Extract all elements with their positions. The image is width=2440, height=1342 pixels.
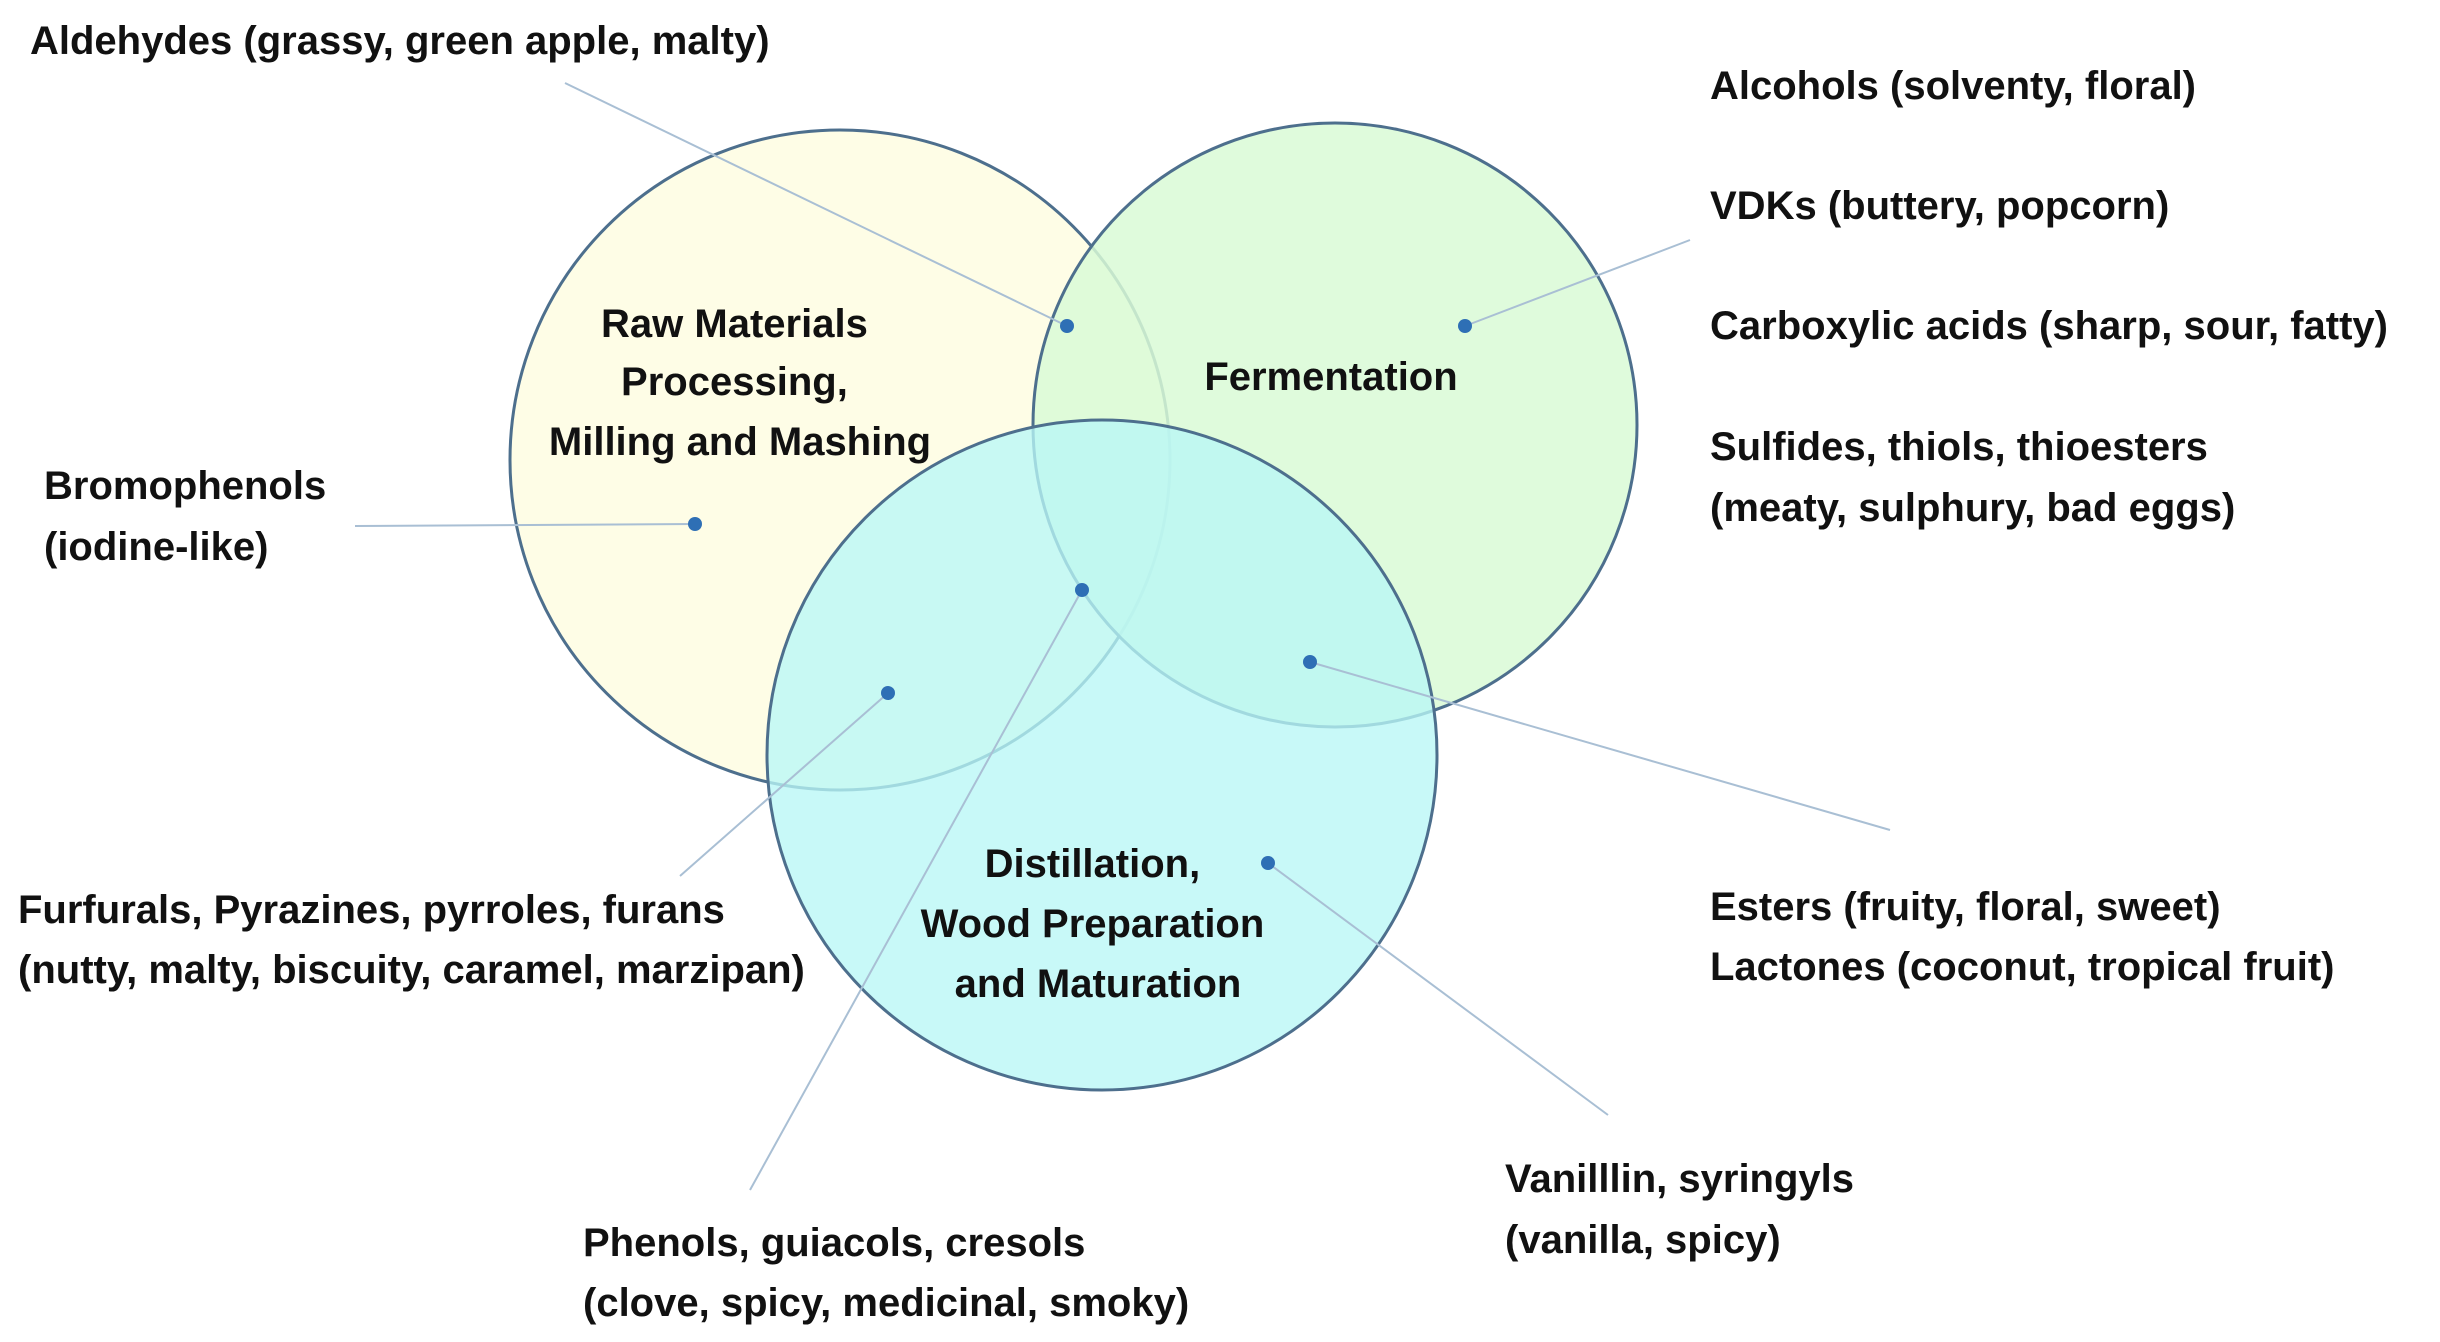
vanillin-label-line: Vanilllin, syringyls: [1505, 1157, 1854, 1201]
distillation-label-line: Distillation,: [985, 842, 1201, 886]
aldehydes-label: Aldehydes (grassy, green apple, malty): [30, 19, 770, 63]
esters-label-line: Esters (fruity, floral, sweet): [1710, 885, 2221, 929]
raw-materials-label-line: Milling and Mashing: [549, 420, 931, 464]
furfurals-label-line: Furfurals, Pyrazines, pyrroles, furans: [18, 888, 725, 932]
dot-vanillin: [1261, 856, 1275, 870]
sulfides-label-descriptor: (meaty, sulphury, bad eggs): [1710, 486, 2235, 530]
bromophenols-label: Bromophenols (iodine-like): [44, 464, 337, 569]
dot-furfurals: [881, 686, 895, 700]
fermentation-label-line: Fermentation: [1204, 355, 1457, 399]
distillation-label-line: and Maturation: [955, 962, 1242, 1006]
bromophenols-label-line: (iodine-like): [44, 525, 268, 569]
carboxylic-acids-label: Carboxylic acids (sharp, sour, fatty): [1710, 304, 2388, 348]
bromophenols-label-line: Bromophenols: [44, 464, 326, 508]
furfurals-label-line: (nutty, malty, biscuity, caramel, marzip…: [18, 948, 805, 992]
fermentation-compounds-label: Alcohols (solventy, floral) VDKs (butter…: [1710, 64, 2399, 530]
leader-bromophenols: [354, 523, 696, 527]
leader-phenols: [749, 589, 1083, 1191]
dot-aldehydes: [1060, 319, 1074, 333]
fermentation-label: Fermentation: [1204, 355, 1457, 399]
aldehydes-label-line: Aldehydes (grassy, green apple, malty): [30, 19, 770, 63]
leader-furfurals: [679, 692, 889, 877]
raw-materials-label-line: Processing,: [621, 360, 848, 404]
leader-fermentation: [1464, 239, 1691, 327]
raw-materials-label-line: Raw Materials: [601, 302, 868, 346]
distillation-label-line: Wood Preparation: [921, 902, 1265, 946]
phenols-label-line: Phenols, guiacols, cresols: [583, 1221, 1085, 1265]
phenols-label-line: (clove, spicy, medicinal, smoky): [583, 1281, 1189, 1325]
leader-aldehydes: [564, 82, 1068, 327]
leader-vanillin: [1267, 862, 1609, 1116]
distillation-circle: [765, 418, 1439, 1092]
vanillin-label-line: (vanilla, spicy): [1505, 1218, 1781, 1262]
raw-materials-label: Raw Materials Processing, Milling and Ma…: [549, 302, 931, 464]
sulfides-label: Sulfides, thiols, thioesters: [1710, 425, 2208, 469]
dot-bromophenols: [688, 517, 702, 531]
dot-phenols: [1075, 583, 1089, 597]
distillation-label: Distillation, Wood Preparation and Matur…: [921, 842, 1276, 1006]
phenols-label: Phenols, guiacols, cresols (clove, spicy…: [583, 1221, 1189, 1325]
dot-fermentation: [1458, 319, 1472, 333]
vdks-label: VDKs (buttery, popcorn): [1710, 184, 2169, 228]
dot-esters: [1303, 655, 1317, 669]
vanillin-label: Vanilllin, syringyls (vanilla, spicy): [1505, 1157, 1865, 1262]
esters-label: Esters (fruity, floral, sweet) Lactones …: [1710, 885, 2334, 989]
leader-esters: [1309, 661, 1891, 831]
lactones-label-line: Lactones (coconut, tropical fruit): [1710, 945, 2334, 989]
alcohols-label: Alcohols (solventy, floral): [1710, 64, 2196, 108]
furfurals-label: Furfurals, Pyrazines, pyrroles, furans (…: [18, 888, 805, 992]
